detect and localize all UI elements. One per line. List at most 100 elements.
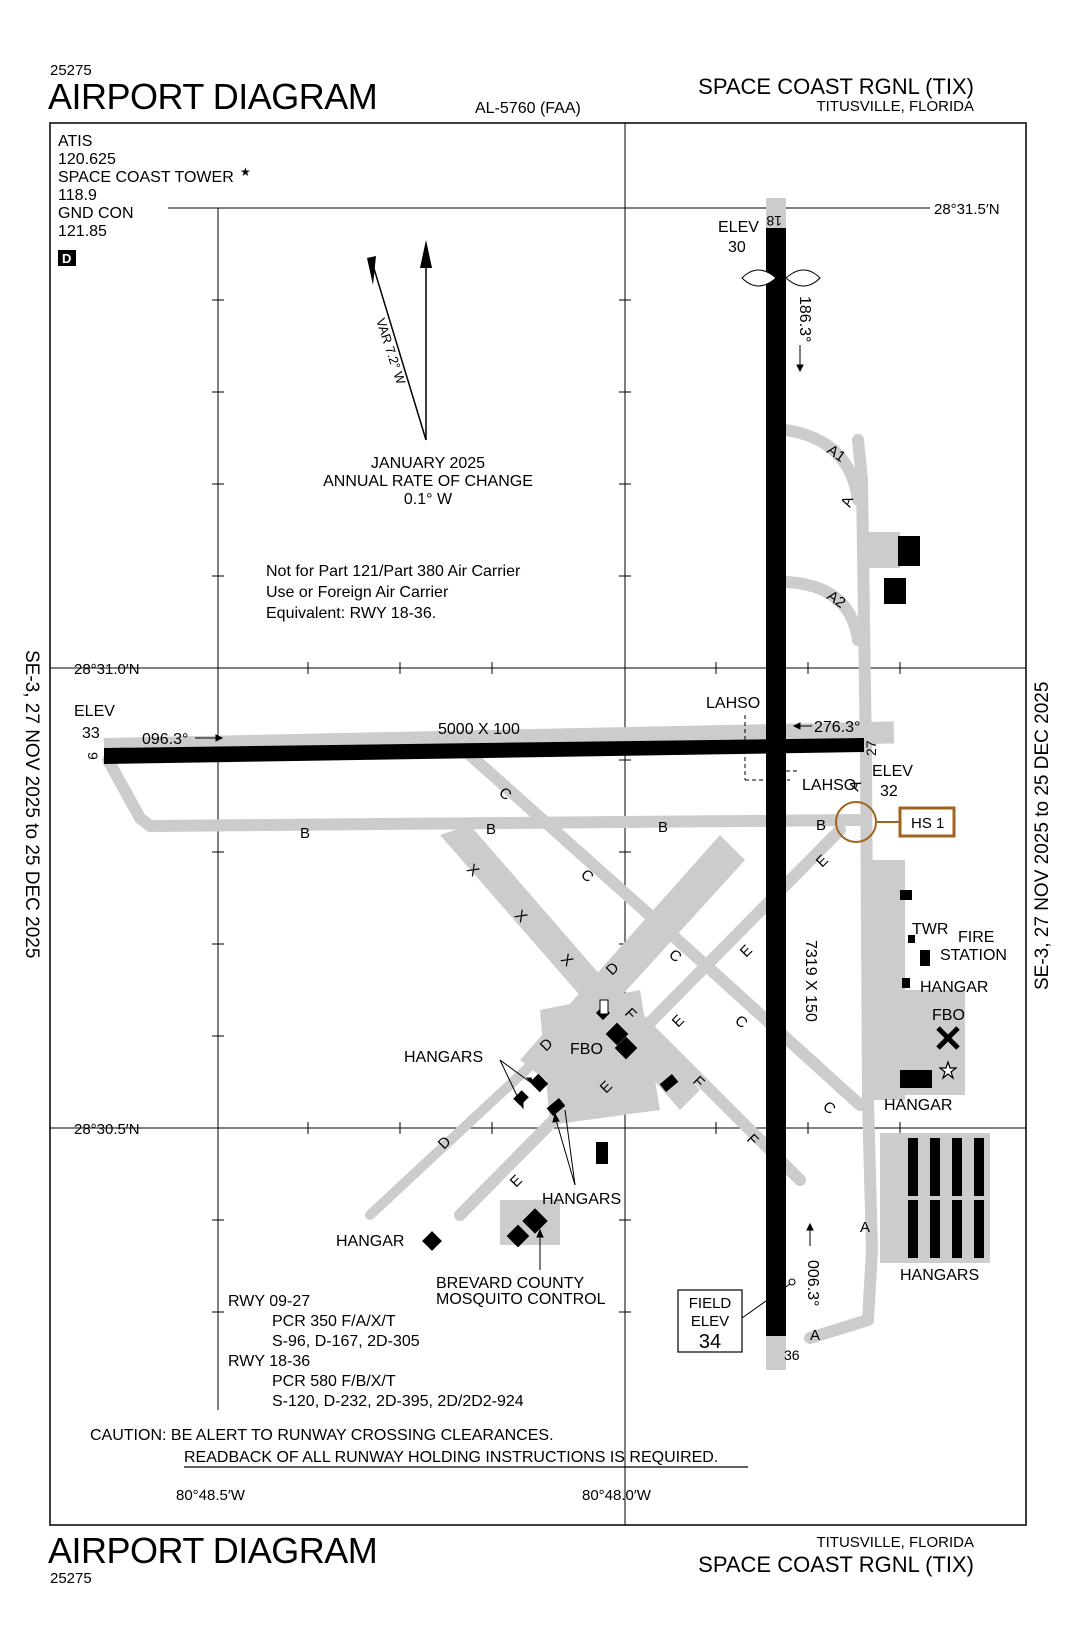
mag-rate-value: 0.1° W	[404, 491, 453, 508]
taxiway-label-c-4: C	[731, 1012, 750, 1032]
elev-27-label: ELEV	[872, 763, 913, 780]
hangar-west-3	[546, 1098, 566, 1116]
approach-light-18-east	[785, 269, 821, 287]
taxiway-label-e-2: E	[737, 942, 756, 961]
fire-station-building	[920, 950, 930, 966]
elev-18-label: ELEV	[718, 219, 759, 236]
taxiway-c	[464, 749, 866, 1111]
hdg-276-label: 276.3°	[814, 719, 860, 736]
t-hangar-rows	[908, 1138, 984, 1258]
tower-star-icon: ★	[240, 165, 251, 179]
field-elev-line-1: FIELD	[689, 1295, 732, 1312]
pcr-loads-0927: S-96, D-167, 2D-305	[272, 1333, 420, 1350]
lat-top-label: 28°31.5′N	[934, 201, 1000, 218]
elev-27-value: 32	[880, 783, 898, 800]
elev-18-value: 30	[728, 239, 746, 256]
hdg-186-label: 186.3°	[796, 296, 813, 342]
fire-label-2: STATION	[940, 947, 1007, 964]
hangars-label-east: HANGARS	[900, 1267, 979, 1284]
taxiway-label-a-36: A	[810, 1327, 820, 1344]
lahso-markers	[744, 715, 800, 781]
hangars-label-south: HANGARS	[542, 1191, 621, 1208]
hangars-label-west: HANGARS	[404, 1049, 483, 1066]
lon-left-label: 80°48.5′W	[176, 1487, 246, 1504]
rwy-9-27-dims: 5000 X 100	[438, 721, 520, 738]
building-ne-3	[900, 890, 912, 900]
rwy-27-number: 27	[863, 740, 879, 756]
taxiway-a1	[780, 424, 864, 506]
pcr-rwy-0927: RWY 09-27	[228, 1293, 310, 1310]
d-atis-badge	[58, 250, 76, 266]
taxiway-a2	[780, 576, 864, 646]
lahso-label-2: LAHSO	[802, 777, 856, 794]
taxiway-label-b-4: B	[816, 817, 826, 834]
apron-east-strip	[866, 860, 905, 1100]
hangar-label-southwest: HANGAR	[336, 1233, 404, 1250]
mosquito-building-2	[506, 1224, 530, 1248]
mag-variation-label: VAR 7.2° W	[373, 316, 409, 387]
hotspot-box	[898, 806, 956, 838]
rwy-18-36-dims: 7319 X 150	[802, 940, 819, 1022]
restriction-line-3: Equivalent: RWY 18-36.	[266, 605, 436, 622]
caution-line-2: READBACK OF ALL RUNWAY HOLDING INSTRUCTI…	[184, 1449, 718, 1466]
hangar-label-east-1: HANGAR	[920, 979, 988, 996]
elev-9-value: 33	[82, 725, 100, 742]
fuel-icon	[599, 999, 609, 1015]
lat-bottom-label: 28°30.5′N	[74, 1121, 140, 1138]
field-elev-value: 34	[699, 1331, 721, 1353]
field-elev-point-icon	[788, 1278, 796, 1286]
volume-code-bottom: 25275	[50, 1570, 92, 1587]
fbo-label-east: FBO	[932, 1007, 965, 1024]
taxiway-label-b-3: B	[658, 819, 668, 836]
twr-label: TWR	[912, 921, 948, 938]
airport-name-bottom: SPACE COAST RGNL (TIX)	[698, 1552, 974, 1577]
page-title-bottom: AIRPORT DIAGRAM	[48, 1530, 378, 1571]
hangar-label-east-2: HANGAR	[884, 1097, 952, 1114]
taxiway-label-e-3: E	[669, 1012, 688, 1031]
caution-line-1: CAUTION: BE ALERT TO RUNWAY CROSSING CLE…	[90, 1427, 554, 1444]
hangar-center	[659, 1074, 679, 1092]
tower-building	[908, 935, 915, 943]
al-number: AL-5760 (FAA)	[475, 100, 581, 117]
fbo-east-icon	[936, 1026, 960, 1050]
pcr-loads-1836: S-120, D-232, 2D-395, 2D/2D2-924	[272, 1393, 524, 1410]
field-elev-box	[677, 1289, 743, 1353]
taxiway-label-e-1: E	[813, 852, 832, 871]
rwy-36-number: 36	[784, 1347, 800, 1363]
hdg-006-label: 006.3°	[804, 1260, 821, 1306]
pcr-rwy-1836: RWY 18-36	[228, 1353, 310, 1370]
rwy-9-number: 9	[85, 752, 101, 760]
fire-label-1: FIRE	[958, 929, 994, 946]
hangar-east	[900, 1070, 932, 1088]
taxiway-label-a-south: A	[860, 1219, 870, 1236]
pcr-value-1836: PCR 580 F/B/X/T	[272, 1373, 396, 1390]
magnetic-north-arrowhead	[367, 256, 376, 285]
apron-northeast	[862, 532, 900, 568]
city-bottom: TITUSVILLE, FLORIDA	[816, 1534, 974, 1551]
lat-mid-label: 28°31.0′N	[74, 661, 140, 678]
taxiway-b	[102, 754, 866, 832]
rwy-18-number: 18	[766, 213, 782, 229]
pcr-value-0927: PCR 350 F/A/X/T	[272, 1313, 396, 1330]
gnd-freq: 121.85	[58, 223, 107, 240]
fbo-building-3	[614, 1036, 638, 1060]
hangar-southwest	[422, 1231, 442, 1251]
building-ne-2	[884, 578, 906, 604]
restriction-line-2: Use or Foreign Air Carrier	[266, 584, 449, 601]
lahso-label-1: LAHSO	[706, 695, 760, 712]
mag-date: JANUARY 2025	[371, 455, 485, 472]
runway-18-36	[766, 228, 786, 1336]
mag-rate-label: ANNUAL RATE OF CHANGE	[323, 473, 533, 490]
leader-lines	[499, 1059, 576, 1270]
hdg-096-label: 096.3°	[142, 731, 188, 748]
taxiway-label-e-5: E	[507, 1172, 526, 1191]
fbo-building-2	[605, 1022, 629, 1046]
hangar-south-1	[596, 1142, 608, 1164]
hangar-west-2	[513, 1090, 529, 1106]
d-atis-badge-label: D	[62, 251, 71, 266]
building-ne-1	[898, 536, 920, 566]
tower-freq: 118.9	[58, 187, 97, 204]
airport-name-top: SPACE COAST RGNL (TIX)	[698, 74, 974, 99]
tower-label: SPACE COAST TOWER	[58, 169, 234, 186]
